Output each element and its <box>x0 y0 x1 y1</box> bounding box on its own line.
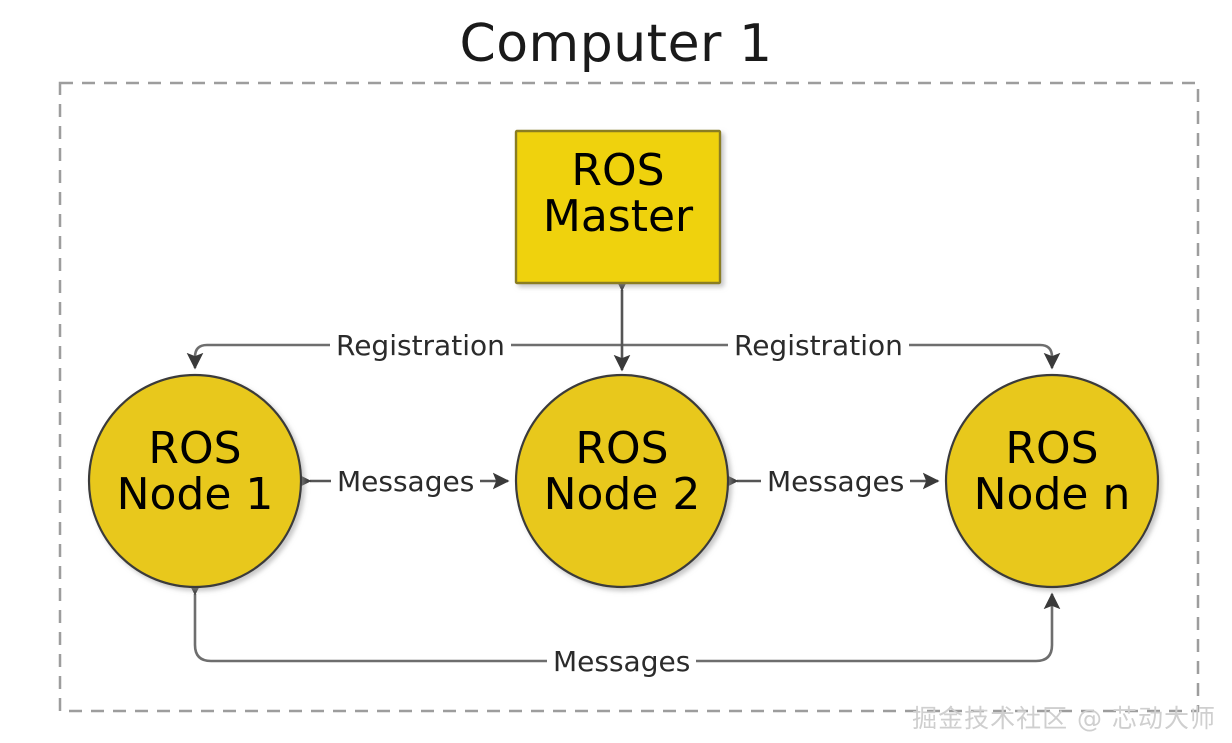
edge-messages-right-label: Messages <box>761 465 911 498</box>
edge-registration-left-path <box>186 343 622 370</box>
computer-boundary <box>58 81 1200 713</box>
watermark: 掘金技术社区 @ 芯动大师 <box>912 704 1216 733</box>
edge-messages-left-label: Messages <box>331 465 481 498</box>
edge-registration-right-path <box>622 343 1061 370</box>
edge-registration-left-label: Registration <box>330 329 511 362</box>
node-ros-node-2-shape[interactable] <box>514 373 730 589</box>
edge-registration-right-label: Registration <box>728 329 909 362</box>
node-ros-node-n-shape[interactable] <box>944 373 1160 589</box>
node-ros-master-shape[interactable] <box>514 129 722 285</box>
diagram-title: Computer 1 <box>459 14 773 74</box>
node-ros-node-1-shape[interactable] <box>87 373 303 589</box>
edge-messages-bottom-label: Messages <box>547 645 697 678</box>
